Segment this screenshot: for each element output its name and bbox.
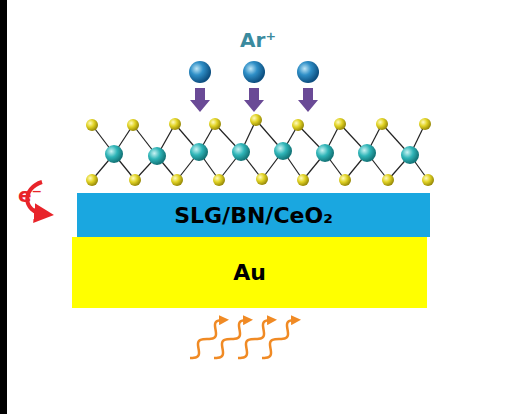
chalcogen-atom (422, 174, 434, 186)
chalcogen-atom (419, 118, 431, 130)
chalcogen-atom (334, 118, 346, 130)
chalcogen-atom (256, 173, 268, 185)
chalcogen-atom (376, 118, 388, 130)
ion-sphere (243, 61, 265, 83)
chalcogen-atom (339, 174, 351, 186)
interlayer-band: SLG/BN/CeO₂ (77, 193, 430, 237)
chalcogen-atom (86, 119, 98, 131)
heat-wave (190, 320, 224, 358)
chalcogen-atom (86, 174, 98, 186)
chalcogen-atom (297, 174, 309, 186)
metal-atom (232, 143, 250, 161)
substrate-band: Au (72, 237, 427, 308)
heat-wave (214, 320, 248, 358)
layer-label: SLG/BN/CeO₂ (174, 203, 333, 228)
chalcogen-atom (213, 174, 225, 186)
frame-edge (0, 0, 7, 414)
layer-label: Au (233, 260, 266, 285)
metal-atom (148, 147, 166, 165)
chalcogen-atom (169, 118, 181, 130)
argon-ions (189, 61, 319, 112)
chalcogen-atom (129, 174, 141, 186)
heat-wave (262, 320, 296, 358)
metal-atom (190, 143, 208, 161)
electron-label: e⁻ (18, 183, 42, 207)
ion-sphere (189, 61, 211, 83)
chalcogen-atom (382, 174, 394, 186)
chalcogen-atom (250, 114, 262, 126)
chalcogen-atom (127, 119, 139, 131)
ion-arrow (244, 88, 264, 112)
metal-atom (274, 142, 292, 160)
layered-lattice (86, 114, 434, 186)
ion-arrow (298, 88, 318, 112)
heat-wave (238, 320, 272, 358)
chalcogen-atom (209, 118, 221, 130)
chalcogen-atom (171, 174, 183, 186)
metal-atom (105, 145, 123, 163)
ion-sphere (297, 61, 319, 83)
metal-atom (358, 144, 376, 162)
chalcogen-atom (292, 119, 304, 131)
metal-atom (401, 146, 419, 164)
heat-waves (190, 320, 296, 358)
ion-label: Ar⁺ (240, 28, 276, 52)
metal-atom (316, 144, 334, 162)
ion-arrow (190, 88, 210, 112)
